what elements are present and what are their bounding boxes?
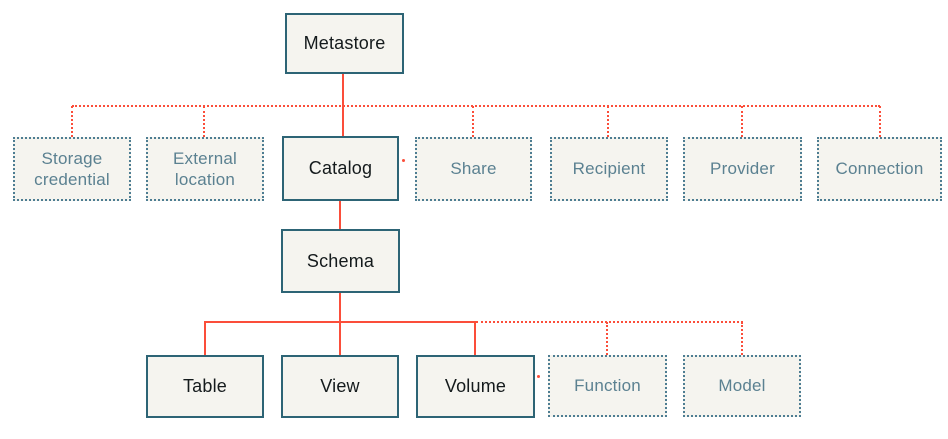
connector-schema-bus [339,293,341,322]
node-model: Model [683,355,801,417]
node-share: Share [415,137,532,201]
node-function-label: Function [574,376,641,396]
node-provider: Provider [683,137,802,201]
node-recipient-label: Recipient [572,159,646,179]
node-catalog: Catalog [282,136,399,201]
connector-drop-volume [474,321,476,355]
connector-drop-view [339,321,341,355]
node-external-location-label: External location [173,148,237,189]
connector-drop-storage-credential [71,106,73,137]
node-volume: Volume [416,355,535,418]
connector-drop-provider [741,106,743,137]
node-catalog-label: Catalog [308,158,373,179]
connector-drop-model [741,322,743,355]
node-recipient: Recipient [550,137,668,201]
node-schema-label: Schema [306,250,375,271]
connector-metastore-dotted-bus [72,105,880,107]
node-connection-label: Connection [835,159,924,179]
connector-schema-dotted-bus [476,321,743,323]
node-view-label: View [320,376,360,397]
node-metastore: Metastore [285,13,404,74]
connector-drop-recipient [607,106,609,137]
node-schema: Schema [281,229,400,293]
node-storage-credential-label: Storage credential [34,148,110,189]
connector-drop-external-location [203,106,205,137]
node-view: View [281,355,399,418]
node-function: Function [548,355,667,417]
node-metastore-label: Metastore [303,33,386,54]
connector-drop-table [204,321,206,355]
connector-catalog-schema [339,201,341,229]
node-table-label: Table [182,376,228,397]
connector-drop-function [606,322,608,355]
connector-drop-connection [879,106,881,137]
node-storage-credential: Storage credential [13,137,131,201]
node-share-label: Share [450,159,497,179]
node-table: Table [146,355,264,418]
node-model-label: Model [718,376,766,396]
connector-drop-share [472,106,474,137]
node-connection: Connection [817,137,942,201]
node-volume-label: Volume [444,376,507,397]
connector-dot-catalog-share [402,159,405,162]
node-provider-label: Provider [710,159,775,179]
node-external-location: External location [146,137,264,201]
connector-dot-volume-function [537,375,540,378]
